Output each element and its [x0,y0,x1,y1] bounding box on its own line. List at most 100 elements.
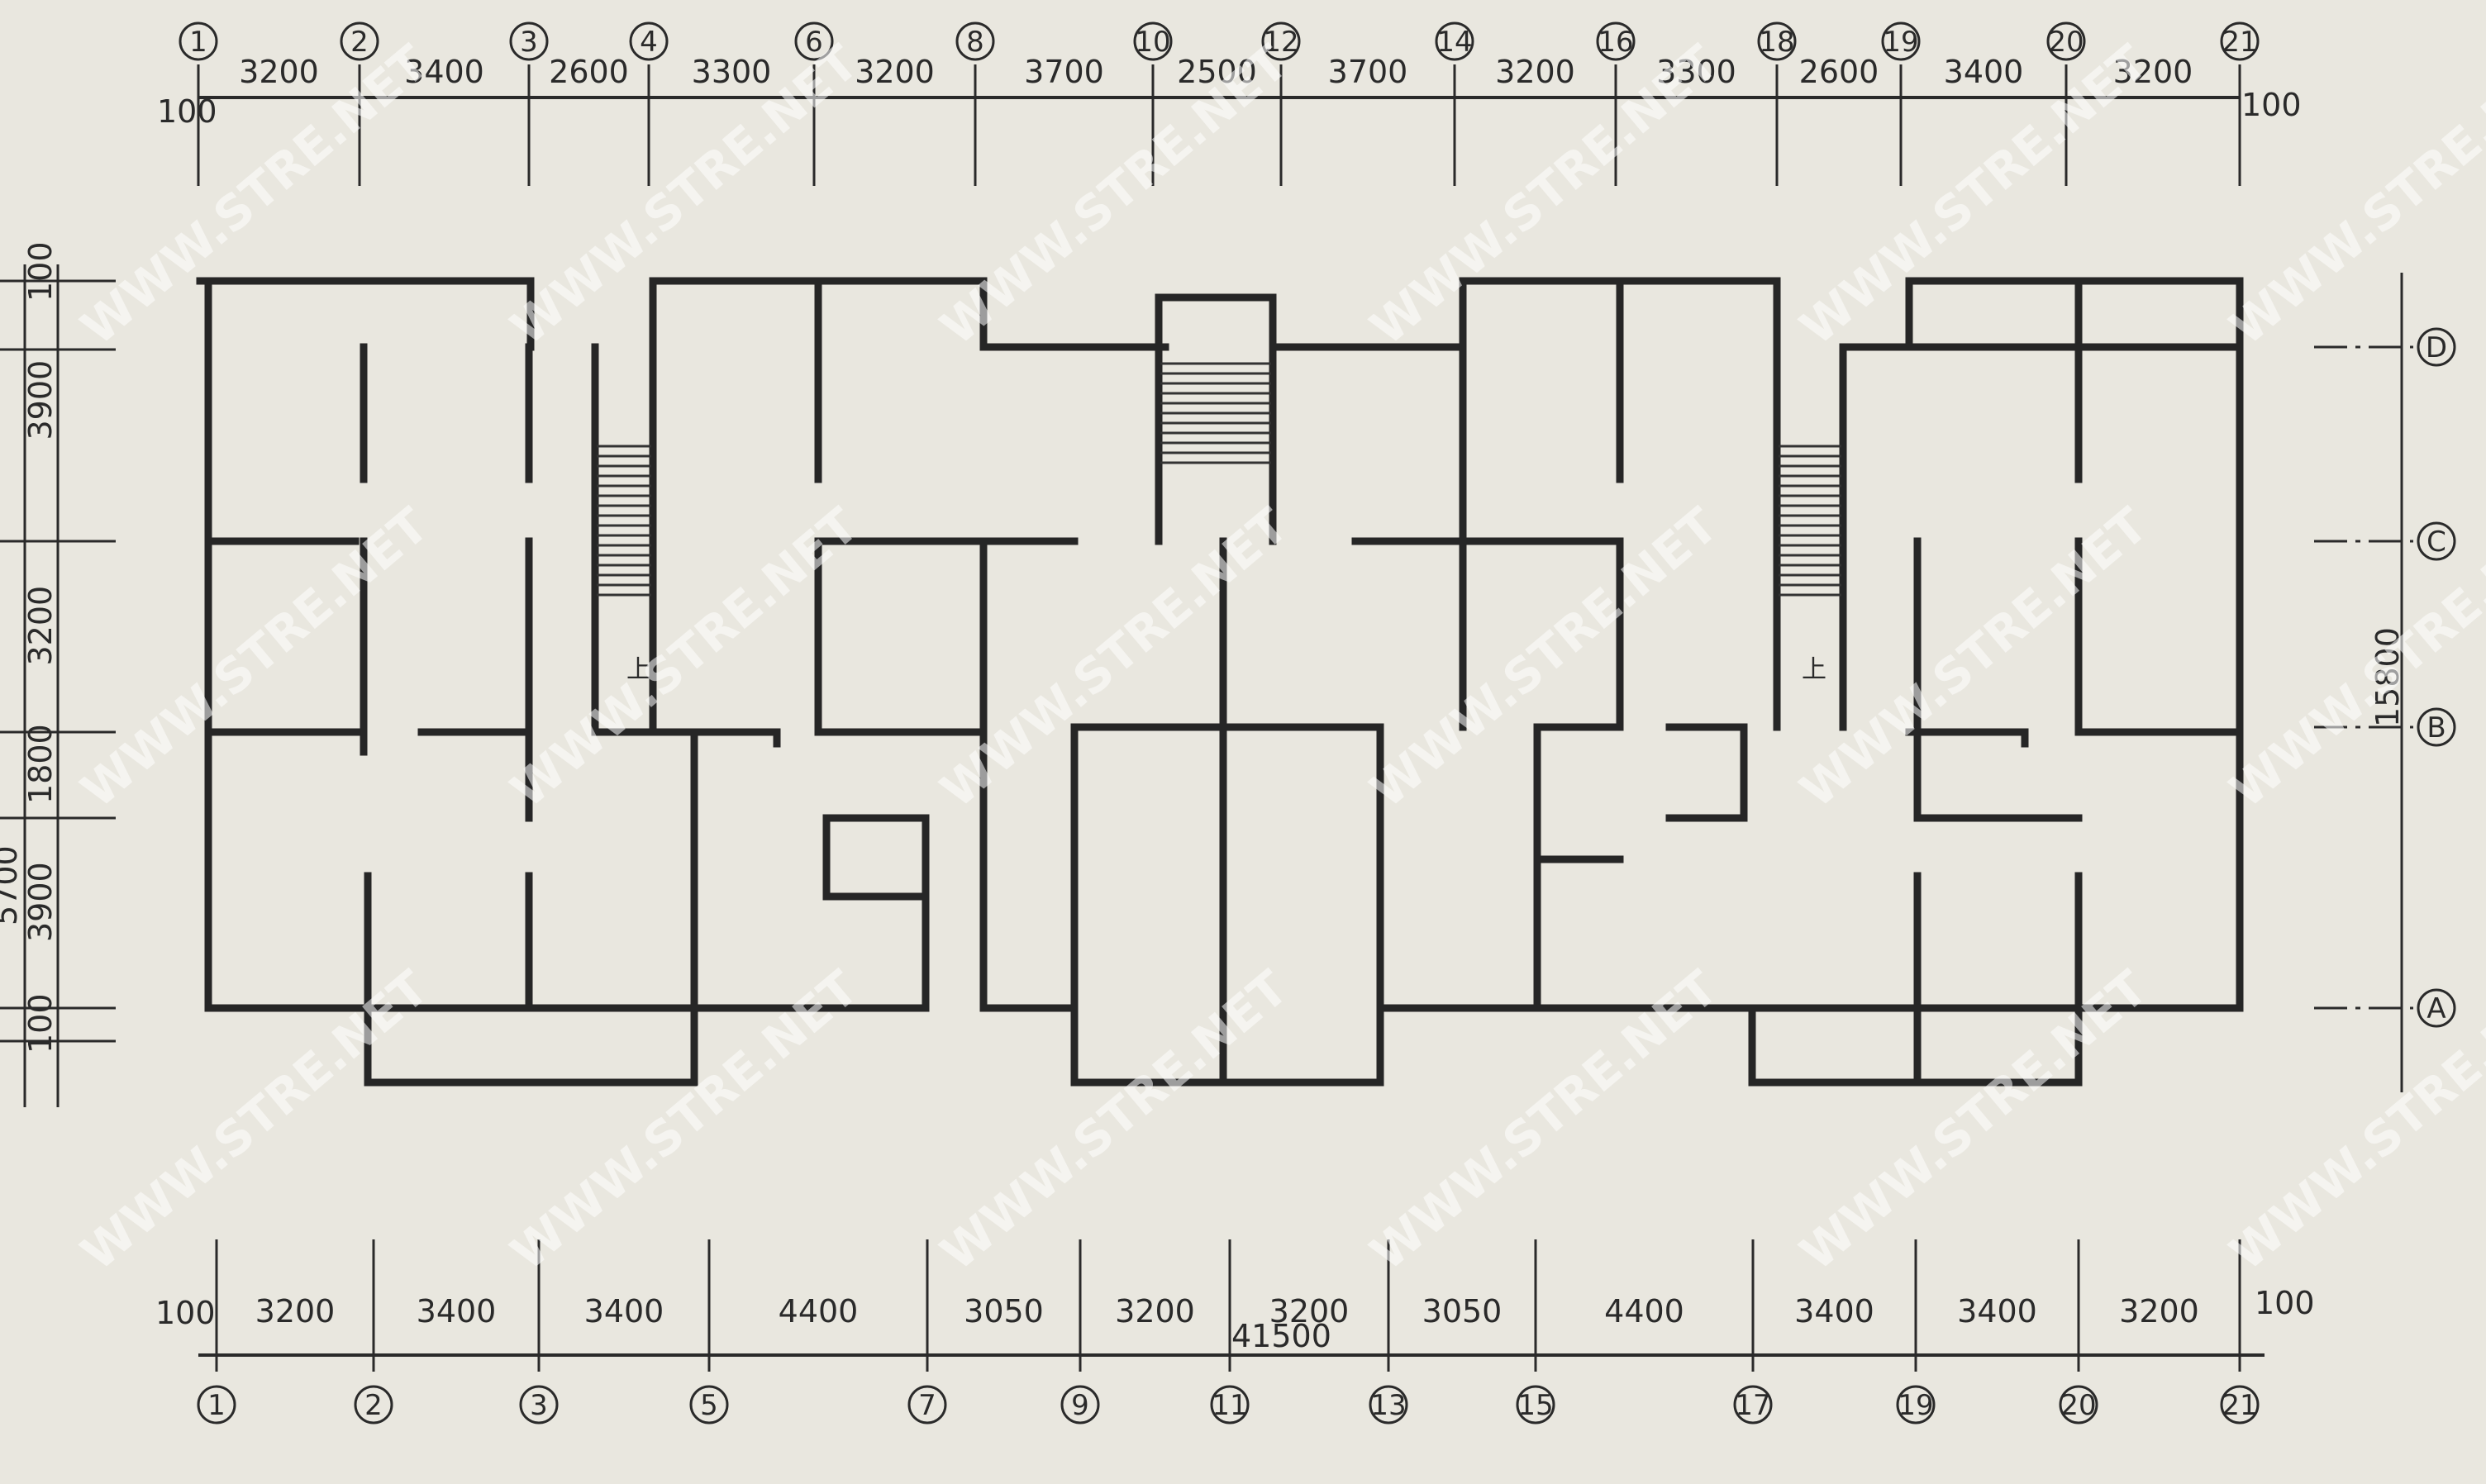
top-axis-21: 21 [2220,21,2260,61]
bottom-dim-value: 3400 [1794,1293,1874,1329]
bottom-axis-19: 19 [1896,1385,1936,1425]
left-dim-value: 3200 [22,586,59,666]
bottom-axis-17-circle [1733,1385,1773,1425]
bottom-axis-2-label: 2 [364,1389,383,1422]
left-dim-value: 3900 [22,862,59,942]
top-axis-4-circle [629,21,669,61]
top-axis-12: 12 [1261,21,1301,61]
top-axis-20: 20 [2046,21,2086,61]
bottom-dim-value: 3400 [584,1293,664,1329]
bottom-axis-17-label: 17 [1735,1389,1770,1422]
watermark-text: WWW.STRE.NET [930,34,1298,356]
stair3-up-label: 上 [1802,655,1826,684]
top-axis-3: 3 [509,21,549,61]
bottom-dim-value: 3200 [1269,1293,1350,1329]
top-axis-19-circle [1881,21,1921,61]
bottom-axis-7: 7 [907,1385,947,1425]
bottom-axis-11-circle [1210,1385,1250,1425]
right-axis-B-circle [2417,707,2456,747]
bottom-axis-7-label: 7 [918,1389,936,1422]
top-axis-2-circle [340,21,379,61]
bottom-axis-13-label: 13 [1370,1389,1406,1422]
top-dim-value: 3700 [1328,54,1408,90]
bottom-axis-1: 1 [197,1385,236,1425]
top-axis-10-circle [1133,21,1173,61]
bottom-dim-value: 3400 [1957,1293,2037,1329]
bottom-axis-21-label: 21 [2222,1389,2257,1422]
top-axis-21-label: 21 [2222,26,2257,59]
top-axis-8-circle [955,21,995,61]
top-axis-2-label: 2 [350,26,369,59]
right-axis-C-circle [2417,521,2456,561]
top-axis-3-circle [509,21,549,61]
top-dim-value: 2600 [1799,54,1879,90]
top-axis-12-circle [1261,21,1301,61]
bottom-axis-9-label: 9 [1071,1389,1089,1422]
bottom-edge-right: 100 [2255,1285,2315,1321]
top-axis-14-circle [1435,21,1474,61]
left-dim-value: 100 [22,993,59,1054]
top-axis-21-circle [2220,21,2260,61]
top-dim-value: 3300 [1656,54,1736,90]
right-axis-C-label: C [2426,526,2446,559]
bottom-edge-left: 100 [155,1295,216,1331]
right-axis-A-label: A [2426,992,2446,1025]
watermark-text: WWW.STRE.NET [500,497,869,819]
bottom-axis-20: 20 [2059,1385,2098,1425]
top-dim-value: 3200 [239,54,319,90]
bottom-axis-1-circle [197,1385,236,1425]
top-axis-16: 16 [1596,21,1636,61]
bottom-axis-20-circle [2059,1385,2098,1425]
right-axis-B-label: B [2426,711,2446,744]
left-ticks [0,279,116,1043]
top-dim-value: 3200 [2113,54,2193,90]
bottom-axis-13: 13 [1369,1385,1408,1425]
top-axis-3-label: 3 [520,26,538,59]
top-axis-18-label: 18 [1759,26,1794,59]
wall-u5-balcony [1748,872,1922,1087]
bottom-dim-value: 3200 [1115,1293,1195,1329]
bottom-axis-15-label: 15 [1517,1389,1553,1422]
wall-u2-wc [822,814,930,901]
top-axis-4: 4 [629,21,669,61]
bottom-axis-3: 3 [519,1385,559,1425]
bottom-axis-3-label: 3 [530,1389,548,1422]
top-axis-10: 10 [1133,21,1173,61]
top-axis-20-label: 20 [2048,26,2084,59]
wall-u1-wc [417,728,533,822]
top-edge-right: 100 [2241,87,2302,123]
building-walls [196,277,2244,1087]
top-axis-4-label: 4 [640,26,658,59]
wall-u5-outline [1905,277,2244,1012]
right-axis-D: D [2417,327,2456,367]
right-axis-A-circle [2417,988,2456,1028]
wall-u2-top [649,277,988,351]
bottom-axis-2-circle [354,1385,393,1425]
top-axis-6-circle [794,21,834,61]
bottom-axis-20-label: 20 [2060,1389,2096,1422]
top-axis-1-circle [179,21,218,61]
top-dim-value: 3700 [1024,54,1104,90]
wall-u5-wc [1905,728,2029,748]
top-axis-14-label: 14 [1436,26,1472,59]
top-axis-20-circle [2046,21,2086,61]
top-axis-8-label: 8 [966,26,984,59]
left-dim-value: 100 [22,241,59,302]
bottom-dim-value: 3200 [2119,1293,2199,1329]
bottom-axis-5: 5 [689,1385,729,1425]
top-axis-10-label: 10 [1135,26,1170,59]
bottom-axis-9: 9 [1060,1385,1100,1425]
bottom-axis-3-circle [519,1385,559,1425]
watermark-text: WWW.STRE.NET [1360,497,1728,819]
stair-treads [597,362,1841,597]
wall-unit1-top [196,277,535,351]
bottom-axis-17: 17 [1733,1385,1773,1425]
